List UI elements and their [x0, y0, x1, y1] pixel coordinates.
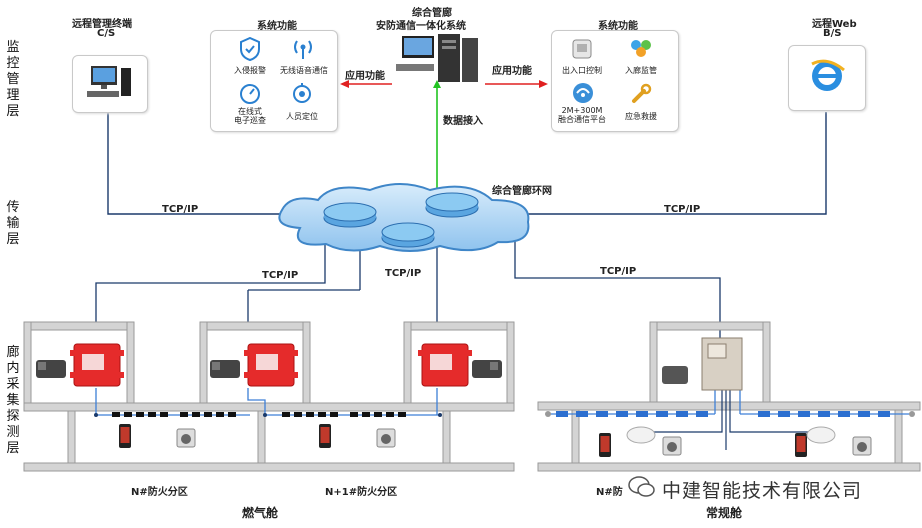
stainless-cabinet-icon: [662, 337, 743, 391]
tcp-label-3: TCP/IP: [600, 266, 637, 277]
wrench-icon: [632, 83, 652, 103]
remote-web-subtitle: B/S: [823, 28, 842, 39]
ring-network-label: 综合管廊环网: [492, 186, 552, 197]
remote-web-box: [788, 45, 866, 111]
access-card-icon: [572, 39, 592, 59]
app-function-left-label: 应用功能: [345, 71, 385, 82]
wireless-signal-icon: [294, 40, 312, 59]
explosion-proof-box-1-icon: [36, 343, 124, 387]
left-item-4: 人员定位: [286, 112, 318, 121]
shield-icon: [240, 37, 260, 61]
right-item-3: 2M+300M 融合通信平台: [558, 106, 606, 124]
zone-label-n: N#防火分区: [131, 487, 188, 498]
layer-label-collect: 廊内采集探测层: [6, 345, 20, 456]
wireless-ap-2-icon: [806, 426, 836, 444]
explosion-proof-box-3-icon: [418, 343, 502, 387]
server-icon: [396, 34, 478, 82]
detector-2-icon: [376, 428, 396, 448]
browser-icon: [811, 59, 845, 91]
mobile-phone-3-icon: [599, 433, 611, 457]
left-item-2: 无线语音通信: [280, 66, 328, 75]
watermark-company: 中建智能技术有限公司: [662, 480, 863, 502]
regular-compartment-label: 常规舱: [706, 506, 743, 520]
mobile-phone-1-icon: [119, 424, 131, 448]
right-function-panel: 出入口控制 入廊监管 2M+300M 融合通信平台 应急救援: [551, 30, 679, 132]
left-function-panel: 入侵报警 无线语音通信 在线式 电子巡查 人员定位: [210, 30, 338, 132]
tcp-label-2: TCP/IP: [385, 268, 422, 279]
right-item-2: 入廊监管: [625, 66, 657, 75]
zone-label-n-regular: N#防: [596, 487, 623, 498]
remote-cs-title: 远程管理终端: [72, 19, 132, 30]
explosion-proof-box-2-icon: [210, 343, 298, 387]
left-item-1: 入侵报警: [234, 66, 266, 75]
remote-web-title: 远程Web: [812, 19, 857, 30]
left-item-3: 在线式 电子巡查: [234, 107, 266, 125]
remote-cs-box: [72, 55, 148, 113]
app-function-right-label: 应用功能: [492, 66, 532, 77]
platform-signal-icon: [573, 83, 593, 103]
detector-1-icon: [176, 428, 196, 448]
right-item-1: 出入口控制: [562, 66, 602, 75]
locate-icon: [293, 83, 311, 103]
wechat-logo-icon: [628, 476, 655, 497]
remote-cs-subtitle: C/S: [97, 28, 116, 39]
tcp-label-1: TCP/IP: [262, 270, 299, 281]
center-title-2: 安防通信一体化系统: [376, 21, 466, 32]
detector-3-icon: [662, 436, 682, 456]
wireless-ap-1-icon: [626, 426, 656, 444]
center-title-1: 综合管廊: [412, 8, 452, 19]
layer-label-transport: 传输层: [6, 200, 20, 247]
gas-compartment-label: 燃气舱: [242, 506, 279, 520]
data-access-label: 数据接入: [443, 116, 483, 127]
tcp-label-right: TCP/IP: [664, 204, 701, 215]
right-panel-title: 系统功能: [598, 21, 638, 32]
left-panel-title: 系统功能: [257, 21, 297, 32]
detector-4-icon: [852, 436, 872, 456]
tcp-label-left: TCP/IP: [162, 204, 199, 215]
layer-label-monitor: 监控管理层: [6, 40, 20, 119]
mobile-phone-2-icon: [319, 424, 331, 448]
zone-label-n-plus-1: N+1#防火分区: [325, 487, 398, 498]
mobile-phone-4-icon: [795, 433, 807, 457]
ring-network-cloud-icon: [278, 183, 530, 252]
users-icon: [631, 40, 651, 57]
desktop-computer-icon: [87, 66, 131, 97]
right-item-4: 应急救援: [625, 112, 657, 121]
gauge-icon: [240, 84, 260, 104]
